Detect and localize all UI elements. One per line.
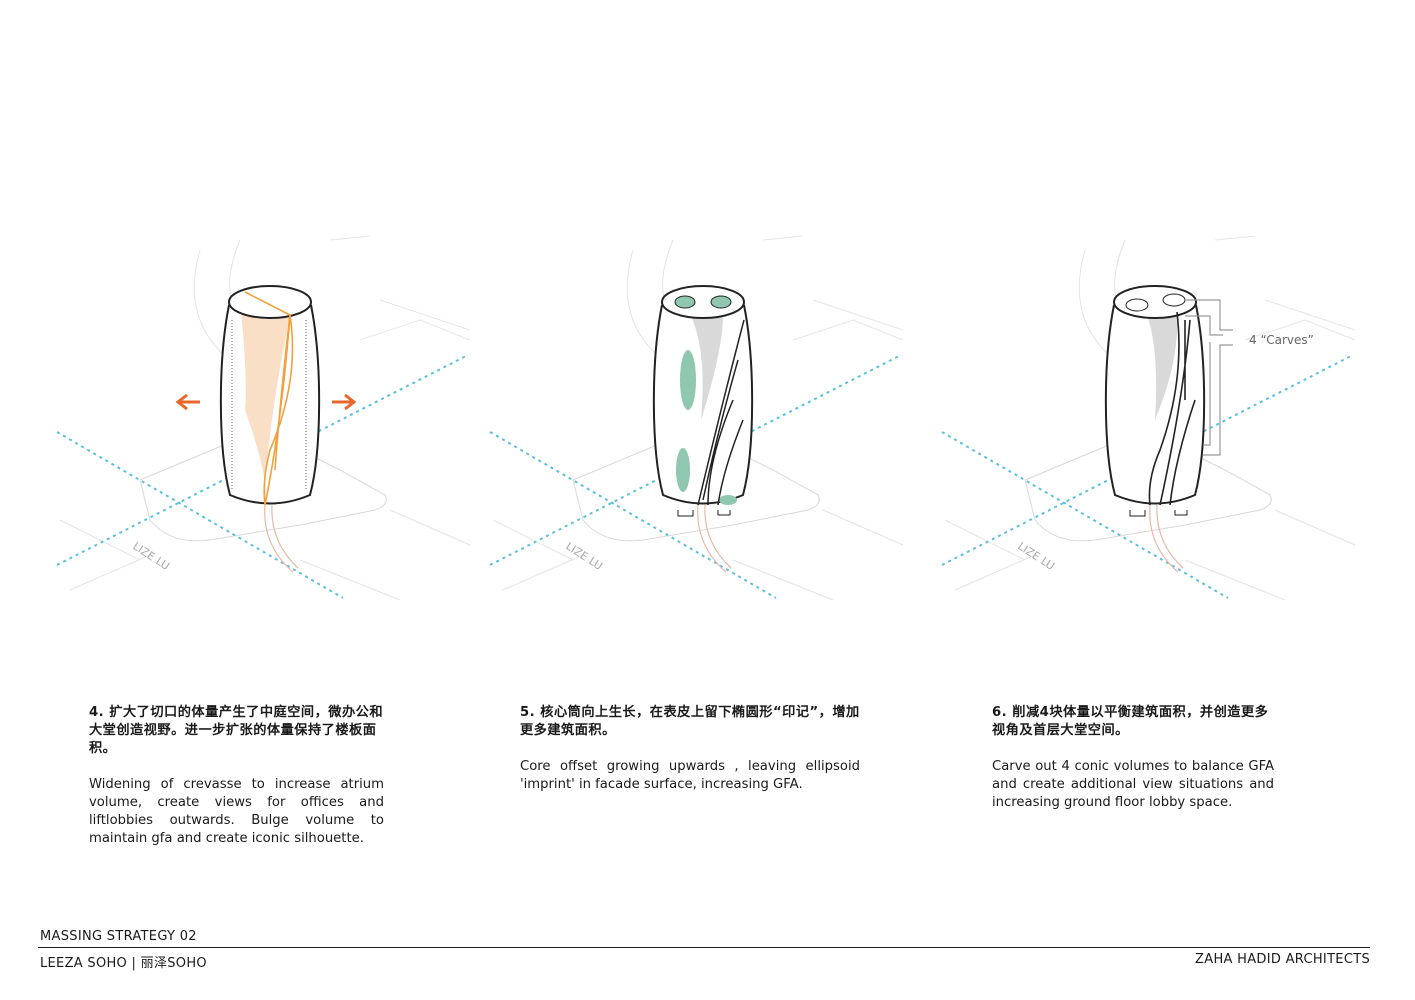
street-label: LIZE LU [1015, 540, 1056, 573]
footer-divider [38, 947, 1370, 948]
carves-annotation: 4 “Carves” [1249, 333, 1314, 347]
expand-right-arrow-icon [332, 393, 357, 411]
panel-step-5-diagram: LIZE LU [489, 235, 904, 601]
project-name: LEEZA SOHO | 丽泽SOHO [40, 956, 207, 971]
caption-en: Widening of crevasse to increase atrium … [89, 777, 384, 846]
panel-step-6-diagram: 4 “Carves” LIZE LU [941, 235, 1356, 601]
caption-zh: 4. 扩大了切口的体量产生了中庭空间，微办公和大堂创造视野。进一步扩张的体量保持… [89, 705, 384, 756]
sheet-title: MASSING STRATEGY 02 [40, 929, 197, 944]
firm-name: ZAHA HADID ARCHITECTS [1195, 952, 1370, 967]
street-label: LIZE LU [563, 540, 604, 573]
caption-step-4: 4. 扩大了切口的体量产生了中庭空间，微办公和大堂创造视野。进一步扩张的体量保持… [89, 704, 384, 848]
expand-left-arrow-icon [175, 393, 200, 411]
caption-zh: 5. 核心筒向上生长，在表皮上留下椭圆形“印记”，增加更多建筑面积。 [520, 705, 860, 738]
caption-en: Core offset growing upwards , leaving el… [520, 759, 860, 792]
caption-en: Carve out 4 conic volumes to balance GFA… [992, 759, 1274, 810]
caption-step-6: 6. 削减4块体量以平衡建筑面积，并创造更多视角及首层大堂空间。 Carve o… [992, 704, 1274, 812]
panel-step-4-diagram: LIZE LU [56, 235, 471, 601]
caption-step-5: 5. 核心筒向上生长，在表皮上留下椭圆形“印记”，增加更多建筑面积。 Core … [520, 704, 860, 794]
caption-zh: 6. 削减4块体量以平衡建筑面积，并创造更多视角及首层大堂空间。 [992, 705, 1269, 738]
street-label: LIZE LU [130, 540, 171, 573]
